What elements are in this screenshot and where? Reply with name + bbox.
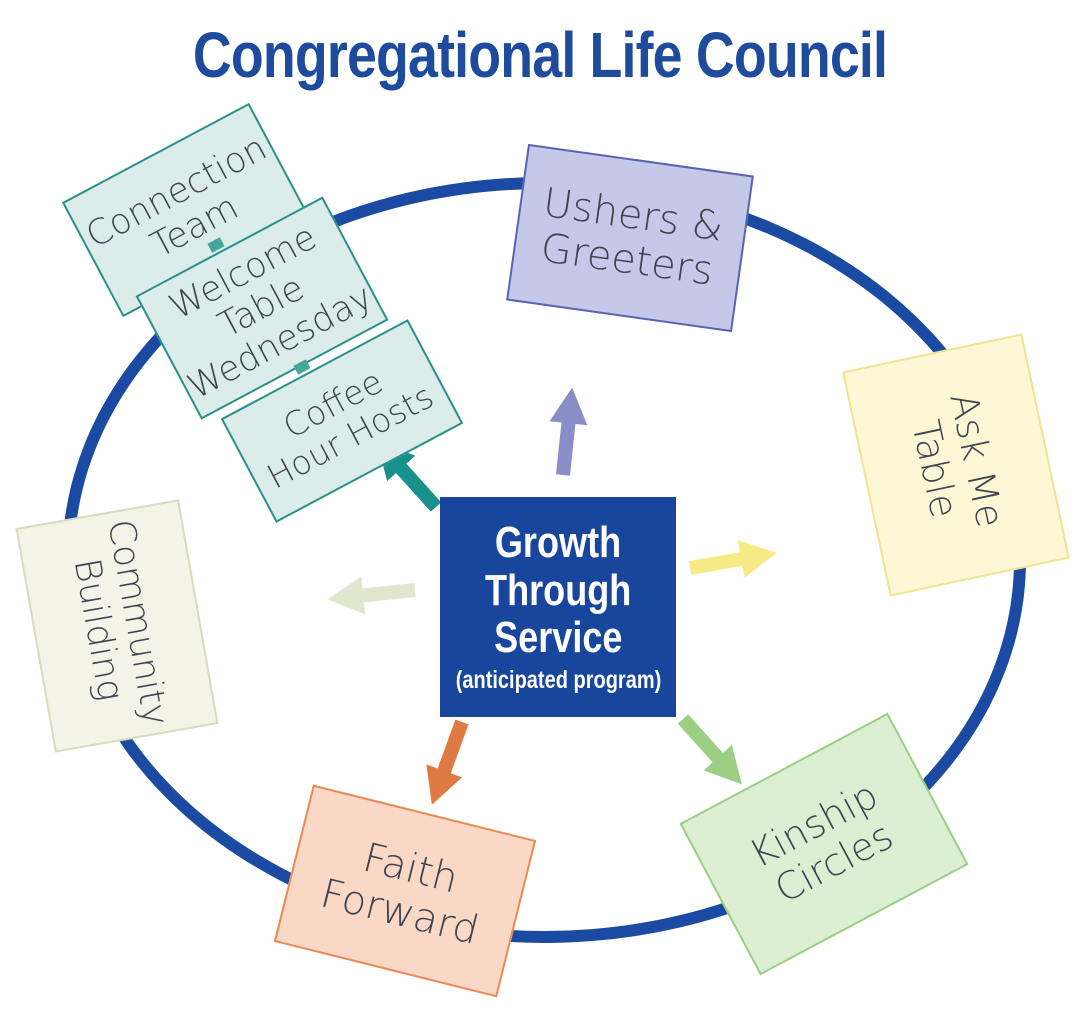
node-kinship-label: Kinship Circles [742,773,901,912]
diagram-title: Congregational Life Council [192,19,888,91]
arrow-to-ask-me [688,540,777,578]
node-ask-me-label: Ask Me Table [903,389,1013,532]
arrow-to-faith [426,719,469,805]
node-ushers-greeters: Ushers & Greeters [506,143,754,333]
center-subtitle: (anticipated program) [455,665,661,694]
center-line-2: Through [484,565,632,615]
center-line-1: Growth [494,518,622,568]
center-line-3: Service [493,613,623,663]
node-faith-label: Faith Forward [316,834,484,955]
center-growth-through-service: Growth Through Service (anticipated prog… [440,497,676,717]
arrow-to-kinship [677,714,742,785]
node-ushers-label: Ushers & Greeters [537,180,727,295]
node-community-label: Community Building [65,516,176,729]
arrow-to-community [327,576,416,615]
arrow-to-ushers [549,387,588,476]
